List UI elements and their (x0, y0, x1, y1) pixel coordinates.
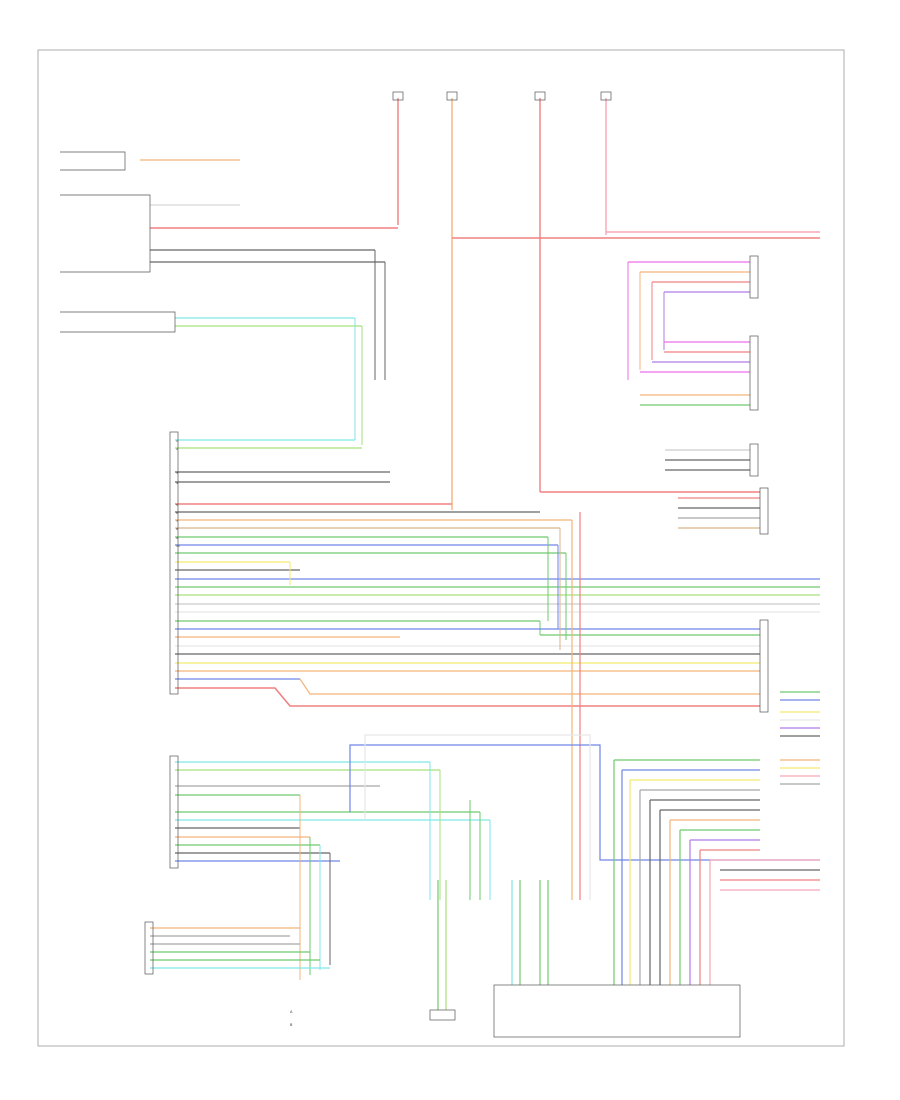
cross-feeds (452, 231, 820, 493)
left-connector-pins: 1 2 3 4 5 6 7 8 9 10 (176, 439, 180, 548)
pin-label: 4 (176, 481, 178, 485)
right-speaker-wiring (627, 255, 769, 535)
note-a: A (290, 1010, 293, 1014)
bottom-right-bundle (429, 759, 820, 1038)
pin-label: 10 (176, 544, 180, 548)
pin-label: 6 (176, 511, 178, 515)
pin-label: 9 (176, 536, 178, 540)
pin-label: 1 (176, 439, 178, 443)
top-fuse-feeds (392, 91, 612, 510)
note-b: B (290, 1023, 293, 1027)
antenna-wiring (60, 151, 398, 445)
footer-notes: A B (290, 1010, 293, 1027)
diagram-frame (37, 49, 845, 1047)
right-stubs (780, 691, 820, 785)
pin-label: 5 (176, 503, 178, 507)
main-harness (169, 431, 820, 900)
pin-label: 8 (176, 527, 178, 531)
bottom-left-connector (144, 921, 330, 975)
pin-label: 3 (176, 471, 178, 475)
pin-label: 7 (176, 519, 178, 523)
pin-label: 2 (176, 447, 178, 451)
lower-harness (169, 734, 820, 980)
